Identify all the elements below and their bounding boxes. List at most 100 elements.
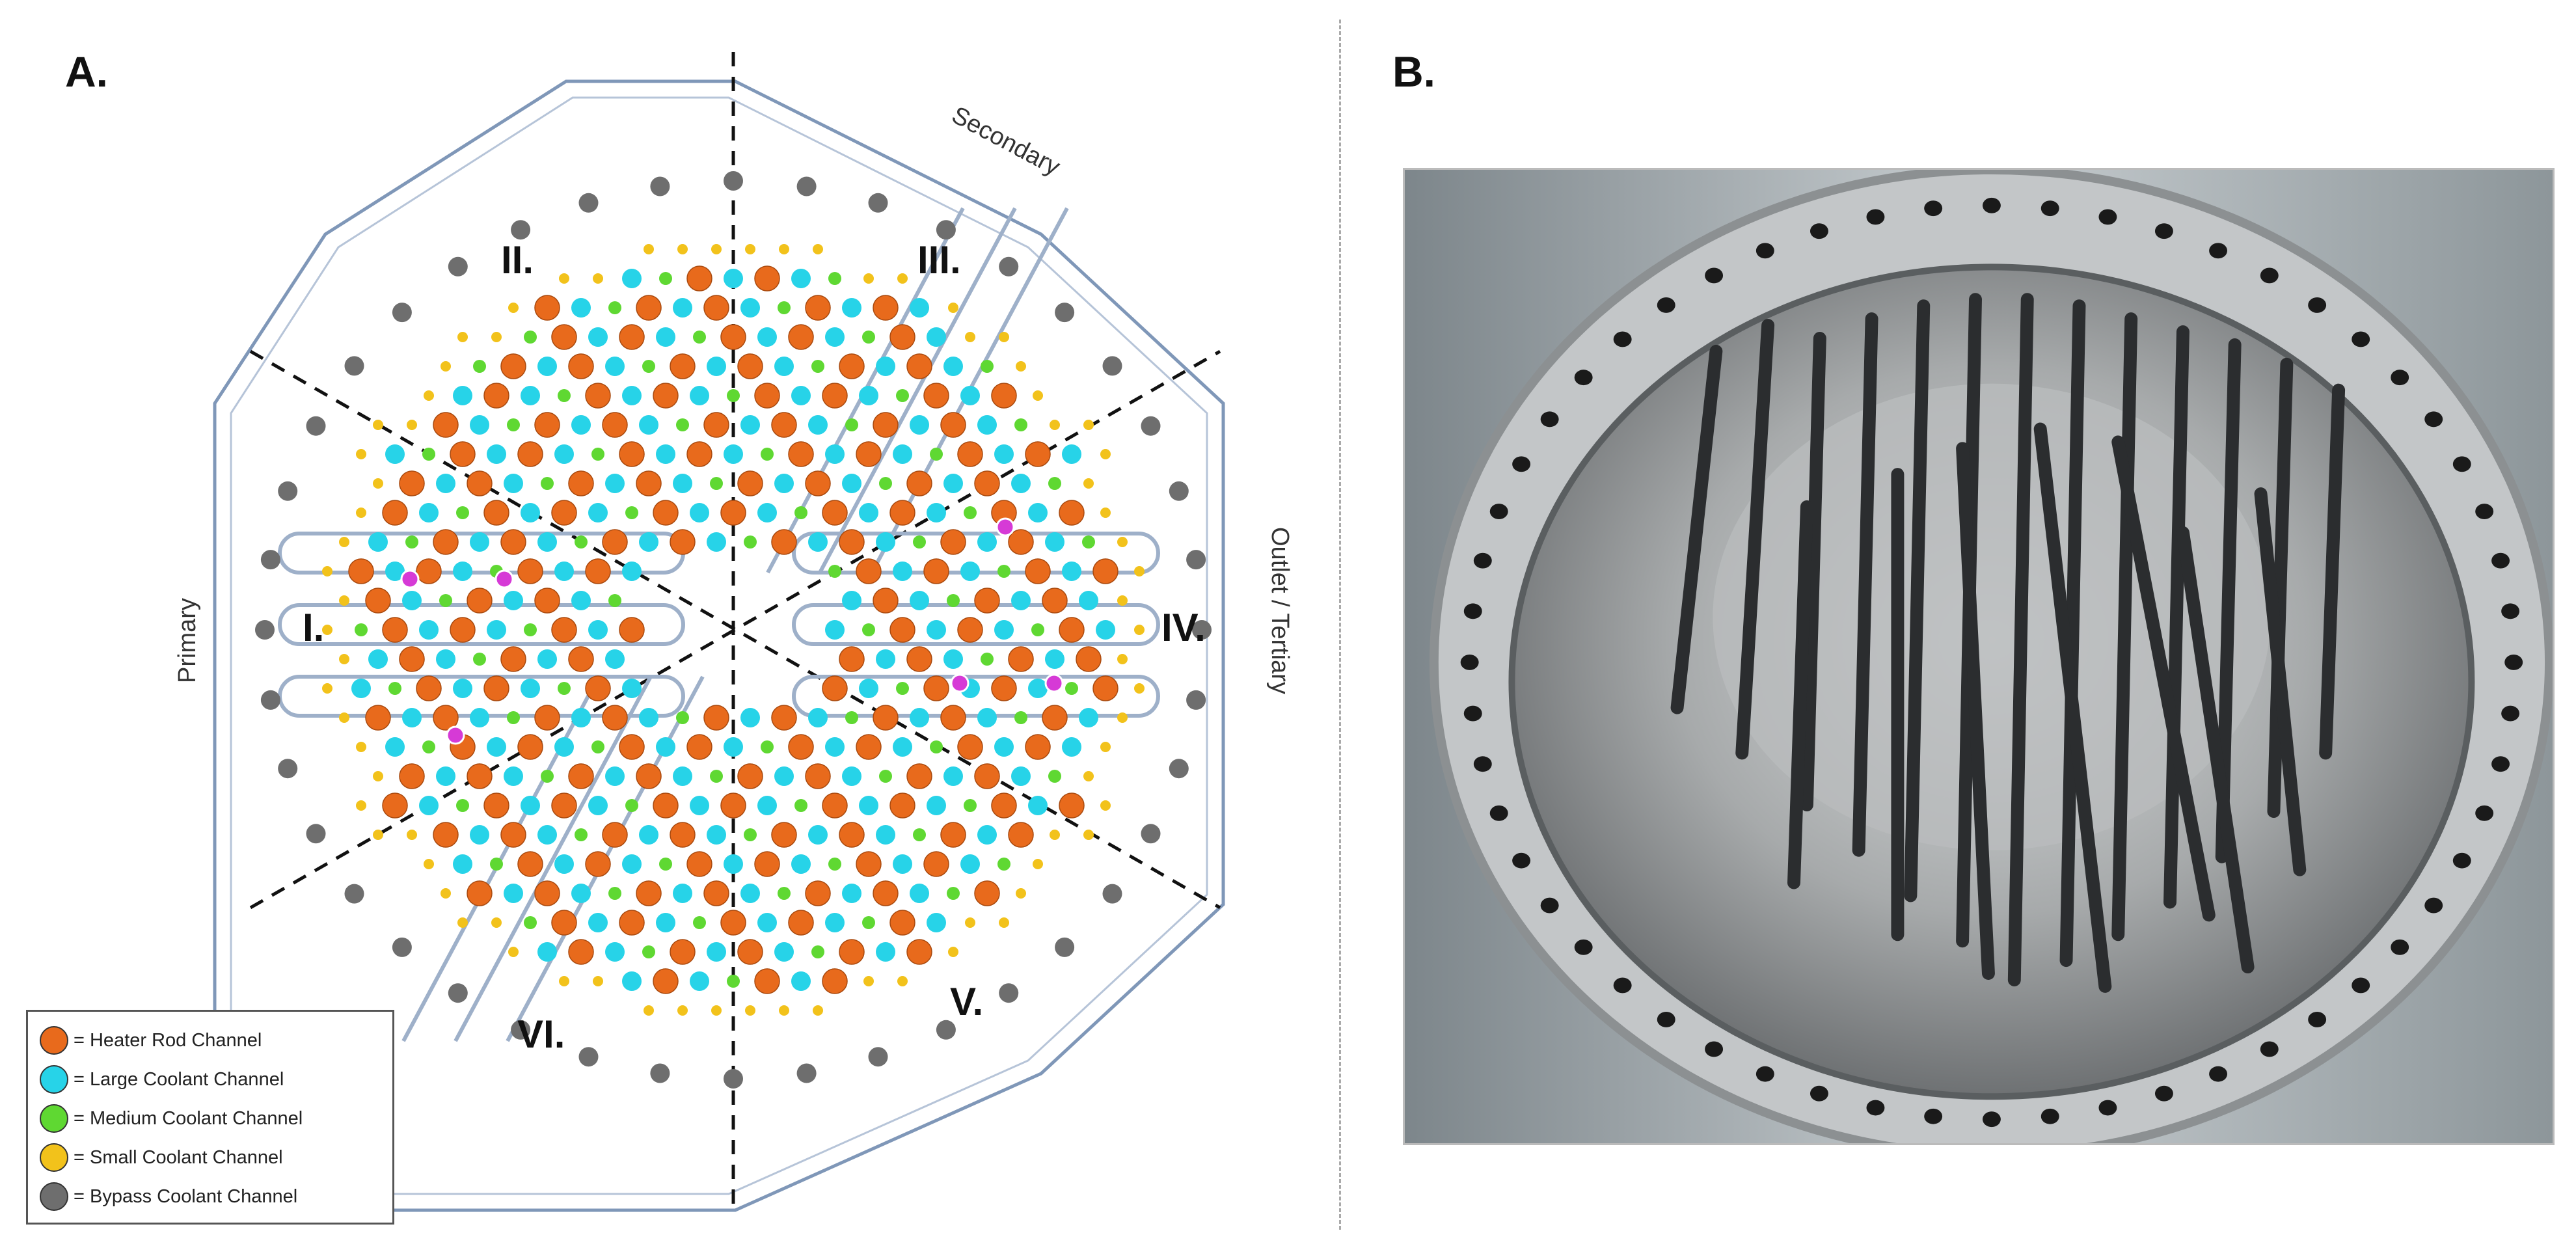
channel-dot: [1134, 683, 1145, 694]
channel-dot: [436, 766, 455, 786]
channel-dot: [906, 763, 932, 789]
channel-dot: [1100, 508, 1111, 518]
channel-dot: [1092, 675, 1119, 701]
heater-rod: [1800, 332, 1826, 812]
channel-dot: [873, 880, 899, 906]
channel-dot: [1050, 830, 1060, 840]
channel-dot: [585, 675, 611, 701]
sector-label-ii: II.: [501, 238, 534, 282]
channel-dot: [740, 298, 760, 318]
bolt-hole: [2424, 897, 2443, 914]
channel-dot: [521, 679, 540, 698]
channel-dot: [771, 705, 797, 731]
channel-dot: [399, 646, 425, 672]
bypass-channel-dot: [1102, 356, 1122, 376]
legend-item-medium: = Medium Coolant Channel: [40, 1099, 381, 1138]
channel-dot: [1008, 646, 1034, 672]
bypass-channel-dot: [344, 356, 364, 376]
heater-rod: [2319, 383, 2346, 760]
bypass-channels: [255, 171, 1212, 1089]
channel-dot: [670, 353, 696, 379]
channel-dot: [703, 412, 729, 438]
bolt-hole: [2098, 1100, 2117, 1116]
channel-dot: [537, 357, 557, 376]
channel-dot: [720, 500, 746, 526]
channel-dot: [822, 500, 848, 526]
sector-label-group: I. II. III. IV. V. VI.: [303, 238, 1206, 1056]
channel-dot: [828, 565, 841, 578]
channel-dot: [1048, 477, 1061, 490]
channel-dot: [940, 412, 966, 438]
channel-dot: [923, 851, 949, 877]
bypass-channel-dot: [578, 193, 599, 213]
flange-bolt-holes: [1460, 197, 2523, 1128]
channel-dot: [862, 331, 875, 344]
channel-dot: [356, 449, 366, 459]
channel-dot: [943, 474, 963, 493]
channel-dot: [1016, 361, 1026, 372]
channel-dot: [457, 917, 468, 928]
bypass-channel-dot: [796, 1063, 817, 1083]
channel-dot: [491, 917, 502, 928]
channel-dot: [339, 537, 349, 547]
bolt-hole: [2501, 705, 2520, 722]
channel-dot: [757, 913, 777, 932]
channel-dot: [554, 854, 574, 874]
channel-dot: [1025, 734, 1051, 760]
bolt-hole: [2452, 456, 2471, 472]
bypass-channel-dot: [278, 759, 298, 779]
bolt-hole: [1756, 243, 1774, 259]
channel-dot: [554, 444, 574, 464]
channel-dot: [859, 503, 878, 522]
channel-dot: [825, 444, 845, 464]
panel-divider: [1339, 20, 1341, 1230]
channel-dot: [507, 711, 520, 724]
channel-dot: [585, 558, 611, 584]
channel-dot: [568, 353, 594, 379]
channel-dot: [355, 623, 368, 636]
channel-dot: [906, 646, 932, 672]
sector-label-vi: VI.: [517, 1012, 565, 1056]
heater-rod: [2111, 435, 2216, 922]
channel-dot: [761, 448, 774, 461]
channel-dot: [720, 910, 746, 936]
channel-dot: [534, 295, 560, 321]
channel-dot: [977, 532, 997, 552]
channel-dot: [690, 386, 709, 405]
bolt-hole: [2424, 411, 2443, 427]
channel-dot: [740, 884, 760, 903]
channel-dot: [828, 858, 841, 871]
channel-dot: [368, 532, 388, 552]
channel-dot: [639, 532, 658, 552]
legend-item-small: = Small Coolant Channel: [40, 1138, 381, 1177]
bolt-hole: [2391, 939, 2409, 955]
channel-dot: [1028, 679, 1048, 698]
channel-dot: [636, 880, 662, 906]
channel-dot: [554, 737, 574, 757]
channel-dot: [436, 649, 455, 669]
instrumented-channel-dot: [400, 569, 420, 589]
channel-dot: [602, 705, 628, 731]
bolt-hole: [2352, 977, 2370, 994]
channel-dot: [845, 418, 858, 431]
channel-dot: [677, 244, 688, 254]
channel-dot: [591, 740, 604, 753]
channel-dot: [504, 884, 523, 903]
channel-dot: [656, 737, 675, 757]
panel-a-label: A.: [65, 47, 108, 96]
bolt-hole: [1705, 267, 1724, 284]
channel-dot: [644, 1005, 654, 1016]
channel-dot: [893, 444, 912, 464]
channel-dot: [1083, 830, 1094, 840]
channel-dot: [1117, 712, 1128, 723]
heater-rod: [2163, 325, 2190, 909]
channel-dot: [419, 620, 439, 640]
legend-item-bypass: = Bypass Coolant Channel: [40, 1177, 381, 1216]
coolant-ducts: [278, 207, 1160, 1042]
channel-dot: [754, 383, 780, 409]
bolt-hole: [1512, 852, 1531, 869]
channel-dot: [1100, 742, 1111, 752]
channel-dot: [813, 244, 823, 254]
channel-dot: [727, 389, 740, 402]
channel-dot: [433, 412, 459, 438]
